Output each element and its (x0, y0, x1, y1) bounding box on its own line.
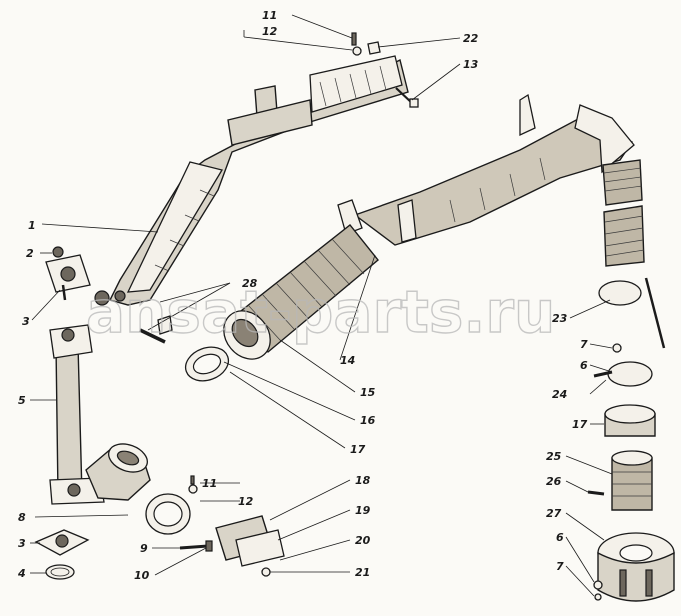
callout-1: 1 (28, 219, 36, 232)
lower-clamp-valve-parts (145, 475, 285, 577)
callout-13: 13 (463, 58, 479, 71)
callout-7-lower: 7 (556, 560, 564, 573)
callout-16: 16 (360, 414, 376, 427)
watermark-text: ansat-parts.ru (86, 278, 555, 346)
base-flange-part (34, 529, 90, 580)
callout-6-top: 6 (580, 359, 588, 372)
callout-17-right: 17 (572, 418, 588, 431)
callout-6-lower: 6 (556, 531, 564, 544)
callout-17-left: 17 (350, 443, 366, 456)
callout-12-lower: 12 (238, 495, 254, 508)
callout-25: 25 (546, 450, 562, 463)
callout-19: 19 (355, 504, 371, 517)
column-tube-part (49, 324, 105, 505)
callout-20: 20 (355, 534, 371, 547)
callout-9: 9 (140, 542, 148, 555)
callout-22: 22 (463, 32, 479, 45)
callout-5: 5 (18, 394, 26, 407)
callout-26: 26 (546, 475, 562, 488)
callout-18: 18 (355, 474, 371, 487)
callout-3-top: 3 (22, 315, 30, 328)
hose-clamp-part (184, 346, 230, 382)
callout-4: 4 (17, 567, 26, 580)
callout-15: 15 (360, 386, 376, 399)
callout-7-top: 7 (580, 338, 588, 351)
long-bolt-part (139, 315, 173, 344)
callout-3-lower: 3 (18, 537, 26, 550)
callout-8: 8 (18, 511, 26, 524)
air-duct-pipe-part (337, 93, 635, 246)
top-fasteners (351, 32, 419, 108)
small-flange-part (45, 246, 91, 301)
callout-27: 27 (546, 507, 562, 520)
callout-10: 10 (134, 569, 150, 582)
arm-bracket-part (94, 55, 409, 306)
callout-21: 21 (355, 566, 370, 579)
right-hose-segments (587, 159, 675, 602)
callout-labels: 11 12 22 13 1 2 3 5 28 14 15 16 17 11 12… (17, 9, 588, 582)
callout-2: 2 (26, 247, 34, 260)
callout-23: 23 (552, 312, 568, 325)
callout-24: 24 (552, 388, 567, 401)
leader-lines (30, 14, 613, 597)
callout-1-lower: 11 (202, 477, 217, 490)
corrugated-hose-part (223, 224, 379, 360)
callout-28: 28 (242, 277, 258, 290)
callout-11-top: 11 (262, 9, 277, 22)
elbow-pipe-part (85, 443, 151, 501)
callout-12-top: 12 (262, 25, 278, 38)
callout-14: 14 (340, 354, 355, 367)
